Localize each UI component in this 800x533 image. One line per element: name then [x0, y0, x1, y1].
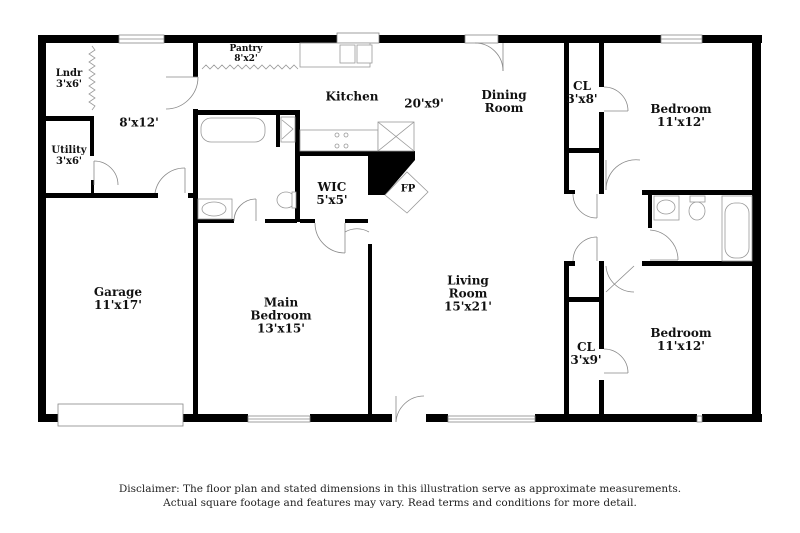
- room-label-dining: Dining Room: [481, 89, 526, 115]
- room-label-garage: Garage 11'x17': [94, 286, 142, 312]
- room-dimensions: 20'x9': [404, 96, 444, 111]
- room-name: Room: [484, 101, 524, 115]
- fireplace-label: FP: [401, 184, 416, 195]
- room-dimensions: 8'x2': [234, 54, 258, 64]
- room-dimensions: 8'x12': [119, 115, 159, 130]
- room-name: FP: [400, 183, 416, 195]
- fixtures: [88, 42, 753, 262]
- room-dimensions: 13'x15': [257, 321, 305, 336]
- room-label-closet-2: CL 3'x9': [570, 341, 601, 367]
- room-name: Lndr: [55, 68, 83, 79]
- disclaimer-line-1: Disclaimer: The floor plan and stated di…: [118, 483, 682, 495]
- interior-walls: [46, 43, 757, 422]
- room-label-living: Living Room 15'x21': [444, 273, 492, 314]
- room-name: Pantry: [229, 44, 263, 54]
- room-name: CL: [576, 340, 595, 354]
- room-name: CL: [572, 79, 591, 93]
- room-label-wic: WIC 5'x5': [316, 181, 347, 207]
- room-name: Dining: [481, 88, 527, 102]
- room-label-pantry: Pantry 8'x2': [229, 44, 262, 64]
- room-dimensions: 3'x8': [566, 92, 598, 106]
- room-label-closet-1: CL 3'x8': [566, 80, 597, 106]
- room-name: Utility: [51, 145, 87, 156]
- exterior-walls: [38, 35, 762, 422]
- room-label-kitchen: Kitchen: [325, 89, 379, 104]
- room-dimensions: 3'x6': [55, 156, 83, 167]
- room-label-bedroom-2: Bedroom 11'x12': [650, 327, 711, 353]
- room-name: Main: [263, 295, 299, 310]
- room-name: WIC: [317, 180, 347, 194]
- room-name: Bedroom: [650, 326, 712, 340]
- room-dimensions: 11'x17': [94, 298, 142, 312]
- room-name: Living: [447, 273, 489, 288]
- doors: [93, 42, 679, 423]
- room-dimensions: 3'x6': [55, 79, 82, 90]
- room-label-kitchen-dims: 20'x9': [404, 96, 444, 111]
- room-dimensions: 5'x5': [316, 193, 348, 207]
- room-dimensions: 15'x21': [444, 299, 492, 314]
- room-name: Kitchen: [325, 89, 379, 104]
- room-label-laundry: Lndr 3'x6': [56, 68, 83, 90]
- room-name: Bedroom: [650, 102, 712, 116]
- room-name: Garage: [93, 285, 143, 299]
- room-dimensions: 11'x12': [657, 339, 705, 353]
- room-name: Bedroom: [250, 308, 312, 323]
- disclaimer: Disclaimer: The floor plan and stated di…: [0, 482, 800, 510]
- room-dimensions: 11'x12': [657, 115, 705, 129]
- disclaimer-line-2: Actual square footage and features may v…: [163, 497, 637, 509]
- room-label-main-bedroom: Main Bedroom 13'x15': [250, 295, 312, 336]
- room-dimensions: 3'x9': [570, 353, 602, 367]
- room-label-utility: Utility 3'x6': [51, 145, 86, 167]
- room-label-bedroom-1: Bedroom 11'x12': [650, 103, 711, 129]
- room-label-mudroom: 8'x12': [119, 115, 159, 130]
- room-name: Room: [448, 286, 488, 301]
- windows: [57, 32, 703, 427]
